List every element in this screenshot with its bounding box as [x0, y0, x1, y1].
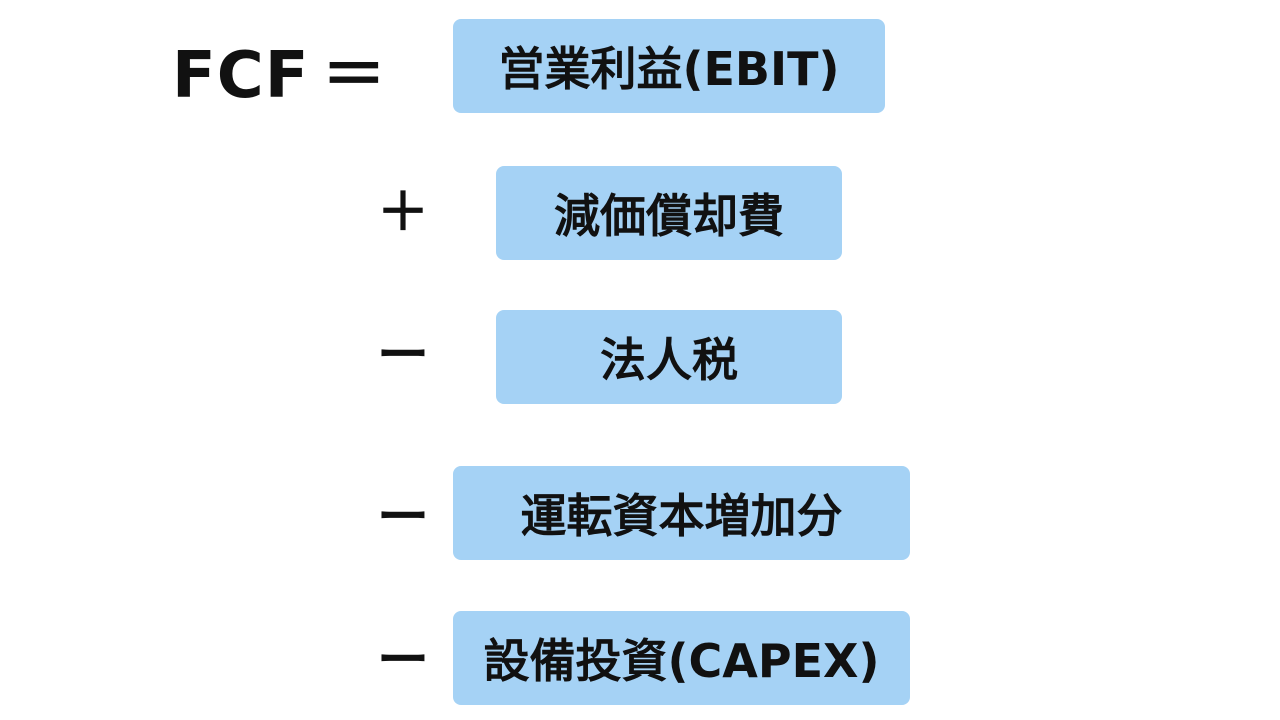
lhs-label: FCF: [172, 39, 310, 113]
term-label: 法人税: [600, 333, 738, 387]
equals-sign: ＝: [321, 39, 387, 113]
operator-minus: ー: [376, 488, 429, 548]
term-box-ebit: 営業利益(EBIT): [453, 19, 885, 113]
operator-minus: ー: [376, 631, 429, 691]
term-label: 運転資本増加分: [520, 489, 843, 543]
term-box-corporate-tax: 法人税: [496, 310, 842, 404]
formula-lhs: FCF＝: [172, 36, 399, 116]
term-label: 減価償却費: [554, 189, 784, 243]
term-box-depreciation: 減価償却費: [496, 166, 842, 260]
term-label: 設備投資(CAPEX): [483, 634, 880, 688]
operator-minus: ー: [376, 326, 429, 386]
term-label: 営業利益(EBIT): [498, 42, 840, 96]
term-box-capex: 設備投資(CAPEX): [453, 611, 910, 705]
term-box-working-capital-increase: 運転資本増加分: [453, 466, 910, 560]
operator-plus: ＋: [376, 183, 429, 243]
